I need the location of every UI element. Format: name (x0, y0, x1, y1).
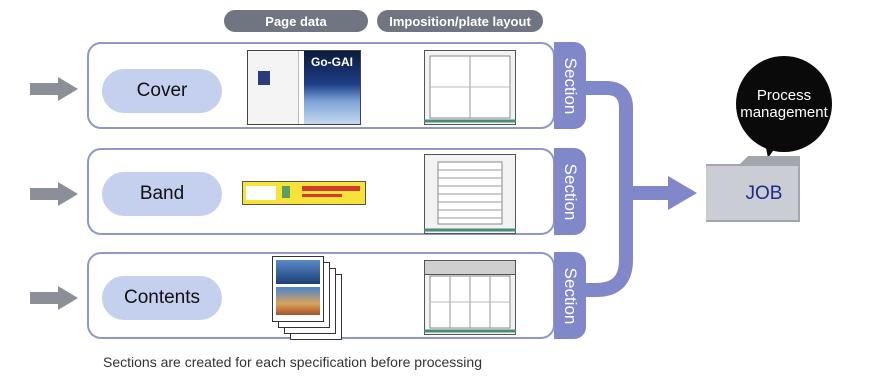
cover-thumb-title: Go-GAI (311, 55, 353, 69)
label-band: Band (102, 172, 222, 216)
job-label: JOB (745, 183, 783, 204)
arrow-right-icon (30, 182, 78, 206)
bubble-tail (764, 138, 782, 158)
connector-arrowhead (668, 176, 697, 210)
header-imposition: Imposition/plate layout (377, 10, 543, 32)
arrow-right-icon (30, 77, 78, 101)
connector-cover (586, 81, 633, 297)
label-contents: Contents (102, 276, 222, 320)
section-label: Section (561, 267, 580, 324)
cover-thumbnail: Go-GAI (247, 50, 361, 125)
contents-thumbnail-stack (272, 256, 352, 340)
bubble-line2: management (740, 104, 828, 121)
caption: Sections are created for each specificat… (103, 354, 482, 370)
header-page-data: Page data (224, 10, 368, 32)
imposition-contents (424, 260, 516, 335)
section-label: Section (561, 57, 580, 114)
section-tab-cover: Section (554, 42, 586, 129)
imposition-cover (424, 50, 516, 125)
imposition-band (424, 154, 516, 234)
section-tab-contents: Section (554, 252, 586, 339)
bubble-line1: Process (756, 86, 812, 104)
section-label: Section (561, 163, 580, 220)
folder-icon (706, 156, 800, 222)
band-thumbnail (242, 181, 366, 205)
arrow-right-icon (30, 286, 78, 310)
label-cover: Cover (102, 69, 222, 113)
section-tab-band: Section (554, 148, 586, 235)
process-management-bubble: Process management (736, 56, 832, 152)
